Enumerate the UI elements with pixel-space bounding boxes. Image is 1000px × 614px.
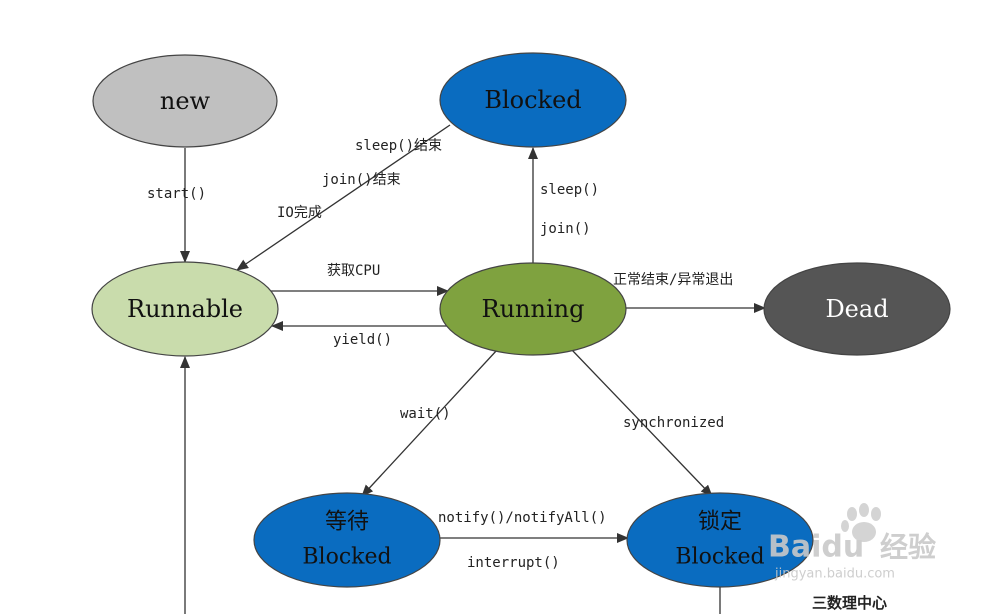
edge-label-exit: 正常结束/异常退出 (613, 272, 733, 288)
edge-blocked-to-runnable (236, 124, 451, 271)
node-lock-blocked: 锁定 Blocked (626, 492, 814, 588)
edge-label-io-done: IO完成 (277, 205, 322, 221)
watermark-brand: Baidu (768, 530, 864, 565)
partial-caption: 三数理中心 (812, 594, 887, 612)
node-runnable: Runnable (91, 261, 279, 357)
edge-label-get-cpu: 获取CPU (327, 263, 380, 279)
edge-label-sleep: sleep() (540, 182, 599, 198)
edge-label-interrupt: interrupt() (467, 555, 560, 571)
node-wait-blocked-label-1: 等待 (325, 510, 369, 535)
node-running: Running (439, 262, 627, 356)
node-wait-blocked: 等待 Blocked (253, 492, 441, 588)
edge-wait (361, 349, 498, 497)
baidu-watermark: Baidu 经验 jingyan.baidu.com (768, 503, 936, 582)
node-lock-blocked-label-2: Blocked (675, 545, 764, 570)
edge-label-sleep-end: sleep()结束 (355, 138, 442, 154)
watermark-url: jingyan.baidu.com (774, 567, 895, 582)
node-blocked-top-label: Blocked (484, 86, 581, 114)
node-blocked-top: Blocked (439, 52, 627, 148)
edge-label-notify: notify()/notifyAll() (438, 510, 607, 526)
paw-icon (841, 503, 881, 542)
edge-label-start: start() (147, 186, 206, 202)
node-new: new (92, 54, 278, 148)
node-dead: Dead (763, 262, 951, 356)
node-lock-blocked-label-1: 锁定 (698, 510, 742, 535)
watermark-cn: 经验 (880, 531, 936, 564)
edge-label-synchronized: synchronized (623, 415, 724, 431)
node-wait-blocked-label-2: Blocked (302, 545, 391, 570)
node-dead-label: Dead (825, 295, 888, 323)
node-new-label: new (160, 87, 211, 115)
node-running-label: Running (482, 295, 585, 323)
edge-label-yield: yield() (333, 332, 392, 348)
edge-label-join: join() (540, 221, 591, 237)
edge-label-join-end: join()结束 (322, 172, 401, 188)
node-runnable-label: Runnable (127, 295, 243, 323)
edge-synchronized (571, 349, 713, 497)
edge-label-wait: wait() (400, 406, 451, 422)
